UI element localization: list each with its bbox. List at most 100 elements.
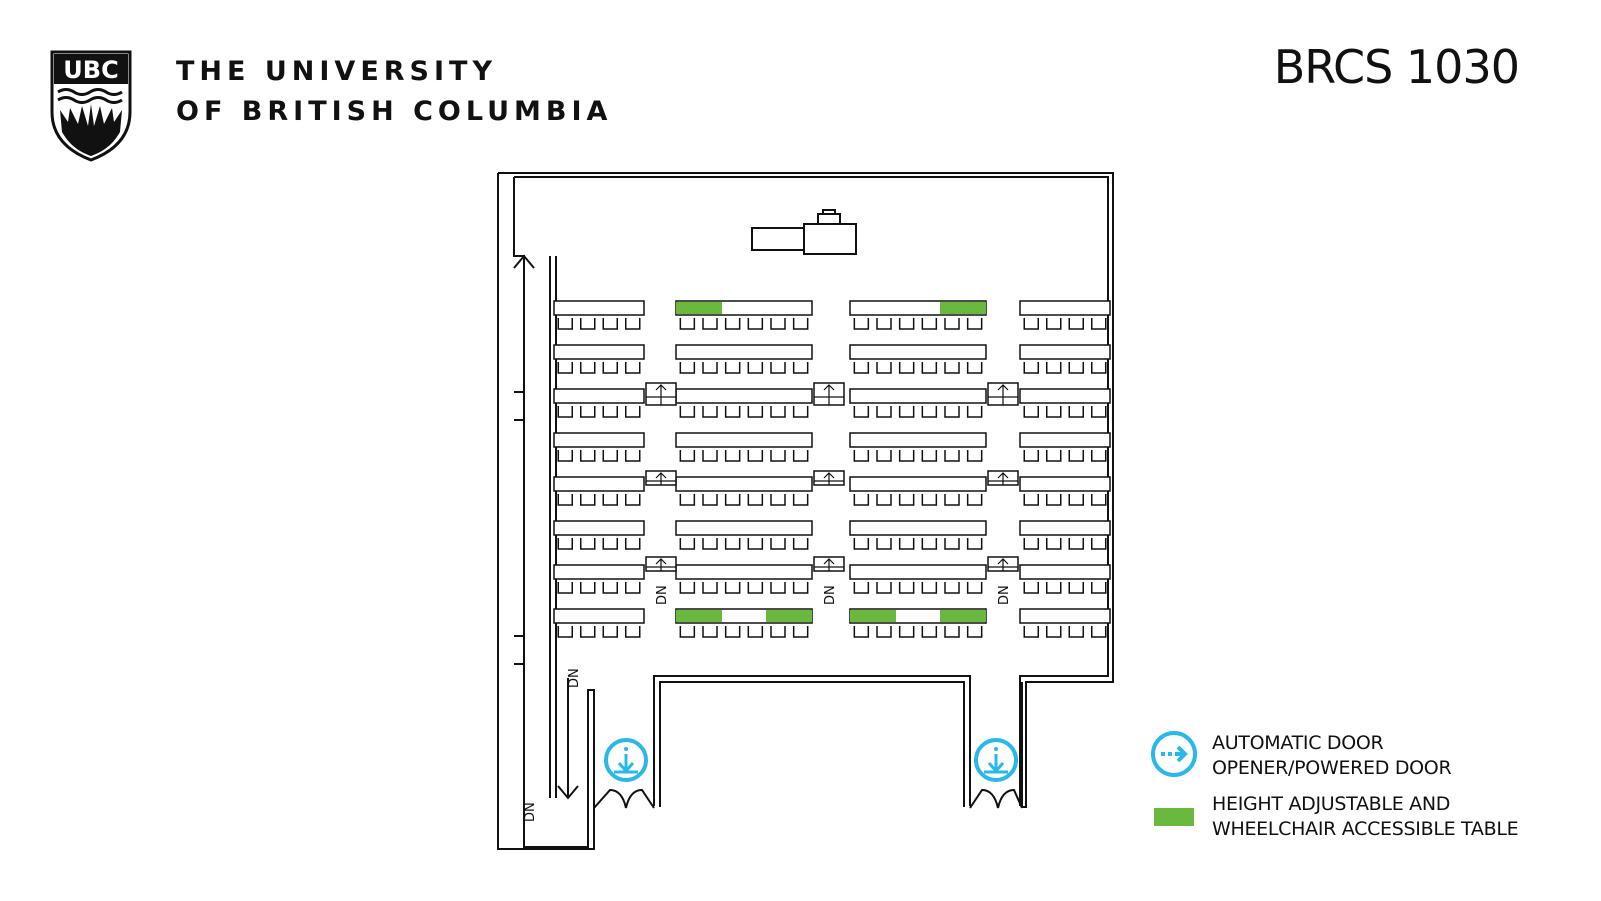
stair-down-label: DN: [567, 668, 582, 688]
chair: [770, 626, 786, 638]
table: [553, 476, 645, 492]
chair: [792, 582, 809, 594]
chair: [602, 318, 618, 330]
table: [1019, 520, 1111, 536]
chair: [679, 538, 696, 550]
chair: [702, 626, 718, 638]
chair: [625, 538, 641, 550]
chair: [724, 450, 741, 462]
chair: [1046, 538, 1062, 550]
chair: [625, 626, 641, 638]
chair: [921, 450, 938, 462]
chair: [625, 362, 641, 374]
chair: [1091, 538, 1107, 550]
legend-accessible-table-swatch: [1154, 808, 1194, 826]
chair: [724, 318, 741, 330]
chair: [580, 538, 596, 550]
chair: [557, 626, 573, 638]
table: [553, 300, 645, 316]
stair-down-label: DN: [523, 802, 538, 822]
chair: [853, 318, 870, 330]
chair: [966, 406, 983, 418]
chair: [1068, 406, 1084, 418]
table: [1019, 608, 1111, 624]
legend-automatic-door-icon: [1151, 731, 1197, 777]
chair: [747, 318, 764, 330]
chair: [898, 582, 915, 594]
table: [849, 564, 987, 580]
chair: [1023, 626, 1039, 638]
chair: [770, 494, 786, 506]
chair: [747, 450, 764, 462]
table: [675, 564, 813, 580]
chair: [679, 626, 696, 638]
table: [849, 388, 987, 404]
chair: [1046, 406, 1062, 418]
chair: [702, 582, 718, 594]
table: [849, 520, 987, 536]
chair: [724, 626, 741, 638]
chair: [625, 494, 641, 506]
chair: [966, 318, 983, 330]
chair: [944, 582, 960, 594]
chair: [580, 626, 596, 638]
chair: [1023, 318, 1039, 330]
chair: [724, 362, 741, 374]
chair: [747, 626, 764, 638]
chair: [898, 362, 915, 374]
lectern: [751, 227, 805, 251]
right-entrance-doors: [969, 788, 1023, 809]
chair: [580, 406, 596, 418]
chair: [792, 538, 809, 550]
table: [849, 476, 987, 492]
chair: [557, 450, 573, 462]
stair-arrow-icon: [646, 472, 676, 485]
aisle-down-label: DN: [655, 585, 670, 605]
chair: [876, 406, 892, 418]
chair: [944, 494, 960, 506]
chair: [876, 626, 892, 638]
table: [553, 432, 645, 448]
accessible-table-segment: [766, 610, 812, 622]
chair: [702, 538, 718, 550]
chair: [724, 582, 741, 594]
stair-arrow-icon: [988, 558, 1018, 571]
chair: [966, 494, 983, 506]
table: [1019, 476, 1111, 492]
stair-arrow-icon: [988, 384, 1018, 405]
accessible-table-segment: [940, 302, 986, 314]
chair: [557, 582, 573, 594]
chair: [944, 362, 960, 374]
chair: [853, 494, 870, 506]
ubc-shield-icon: UBC: [50, 50, 132, 162]
chair: [853, 362, 870, 374]
chair: [770, 406, 786, 418]
table: [675, 476, 813, 492]
chair: [921, 494, 938, 506]
chair: [625, 582, 641, 594]
chair: [679, 582, 696, 594]
chair: [792, 406, 809, 418]
chair: [770, 582, 786, 594]
chair: [702, 318, 718, 330]
chair: [625, 450, 641, 462]
stair-arrow-icon: [988, 472, 1018, 485]
chair: [580, 450, 596, 462]
table: [553, 608, 645, 624]
chair: [921, 362, 938, 374]
chair: [898, 450, 915, 462]
table: [553, 520, 645, 536]
chair: [944, 626, 960, 638]
chair: [602, 582, 618, 594]
chair: [853, 406, 870, 418]
chair: [1046, 626, 1062, 638]
chair: [625, 406, 641, 418]
chair: [1068, 318, 1084, 330]
table: [675, 388, 813, 404]
chair: [944, 406, 960, 418]
chair: [679, 450, 696, 462]
chair: [1046, 450, 1062, 462]
chair: [944, 538, 960, 550]
table: [1019, 388, 1111, 404]
